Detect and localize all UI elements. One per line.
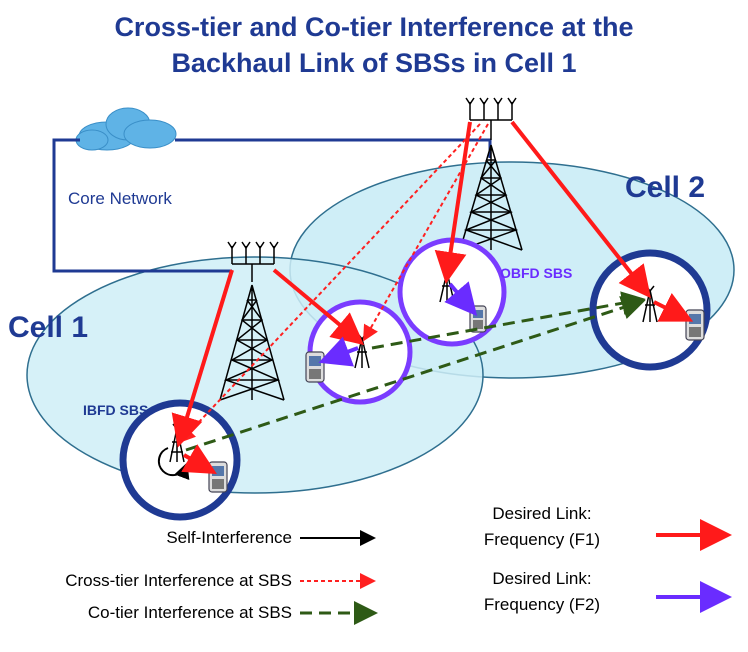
core-link-to-macro2 — [175, 138, 492, 158]
diagram-title-line1: Cross-tier and Co-tier Interference at t… — [114, 12, 633, 42]
user-device-right-icon — [685, 309, 705, 341]
macro-bs1-tower-icon — [219, 241, 285, 401]
diagram-title-line2: Backhaul Link of SBSs in Cell 1 — [171, 48, 576, 78]
cell2-label: Cell 2 — [625, 171, 705, 204]
cell1-label: Cell 1 — [8, 311, 88, 344]
core-network-label: Core Network — [68, 189, 172, 208]
legend-desired-f2-line1: Desired Link: — [492, 569, 591, 588]
cloud-icon — [75, 107, 177, 151]
legend-cross-tier-label: Cross-tier Interference at SBS — [65, 571, 292, 590]
user-device-middle-icon — [305, 351, 325, 383]
macro-bs2-tower-icon — [459, 97, 523, 251]
desired-links-f2 — [318, 281, 478, 367]
core-link-to-macro1 — [52, 138, 232, 273]
ibfd-sbs-label: IBFD SBS — [83, 402, 148, 418]
user-device-obfd-icon — [469, 305, 487, 333]
co-tier-interference-links — [185, 291, 646, 452]
ibfd-sbs-cell — [119, 399, 241, 521]
legend-desired-f1-line2: Frequency (F1) — [484, 530, 600, 549]
user-device-ibfd-icon — [208, 461, 228, 493]
legend-co-tier-label: Co-tier Interference at SBS — [88, 603, 292, 622]
legend-desired-f1-line1: Desired Link: — [492, 504, 591, 523]
legend-self-interference-label: Self-Interference — [166, 528, 292, 547]
obfd-sbs-label: OBFD SBS — [500, 265, 572, 281]
legend-desired-f2-line2: Frequency (F2) — [484, 595, 600, 614]
desired-links-f1 — [171, 120, 694, 474]
cross-tier-interference-links — [179, 123, 489, 443]
